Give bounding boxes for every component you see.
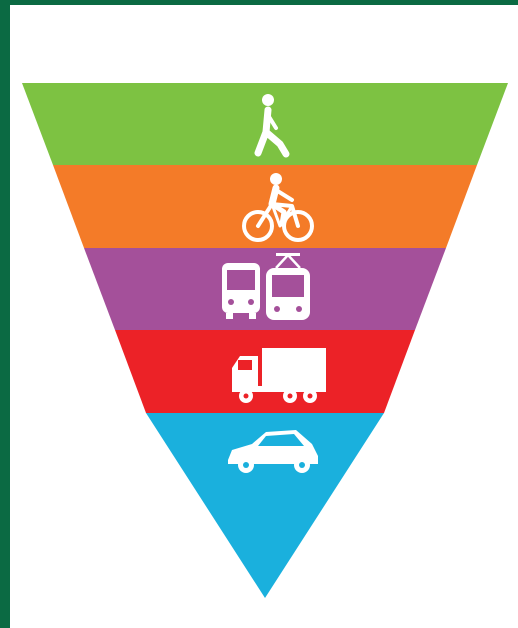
tier-private-car bbox=[146, 413, 384, 598]
tier-bicycle bbox=[53, 165, 477, 248]
truck-icon bbox=[232, 348, 326, 403]
cyclist-icon bbox=[242, 173, 314, 242]
bus-tram-icon bbox=[222, 253, 310, 320]
walking-person-icon bbox=[254, 94, 290, 158]
car-icon bbox=[228, 430, 318, 473]
tier-public-transport bbox=[84, 248, 446, 330]
